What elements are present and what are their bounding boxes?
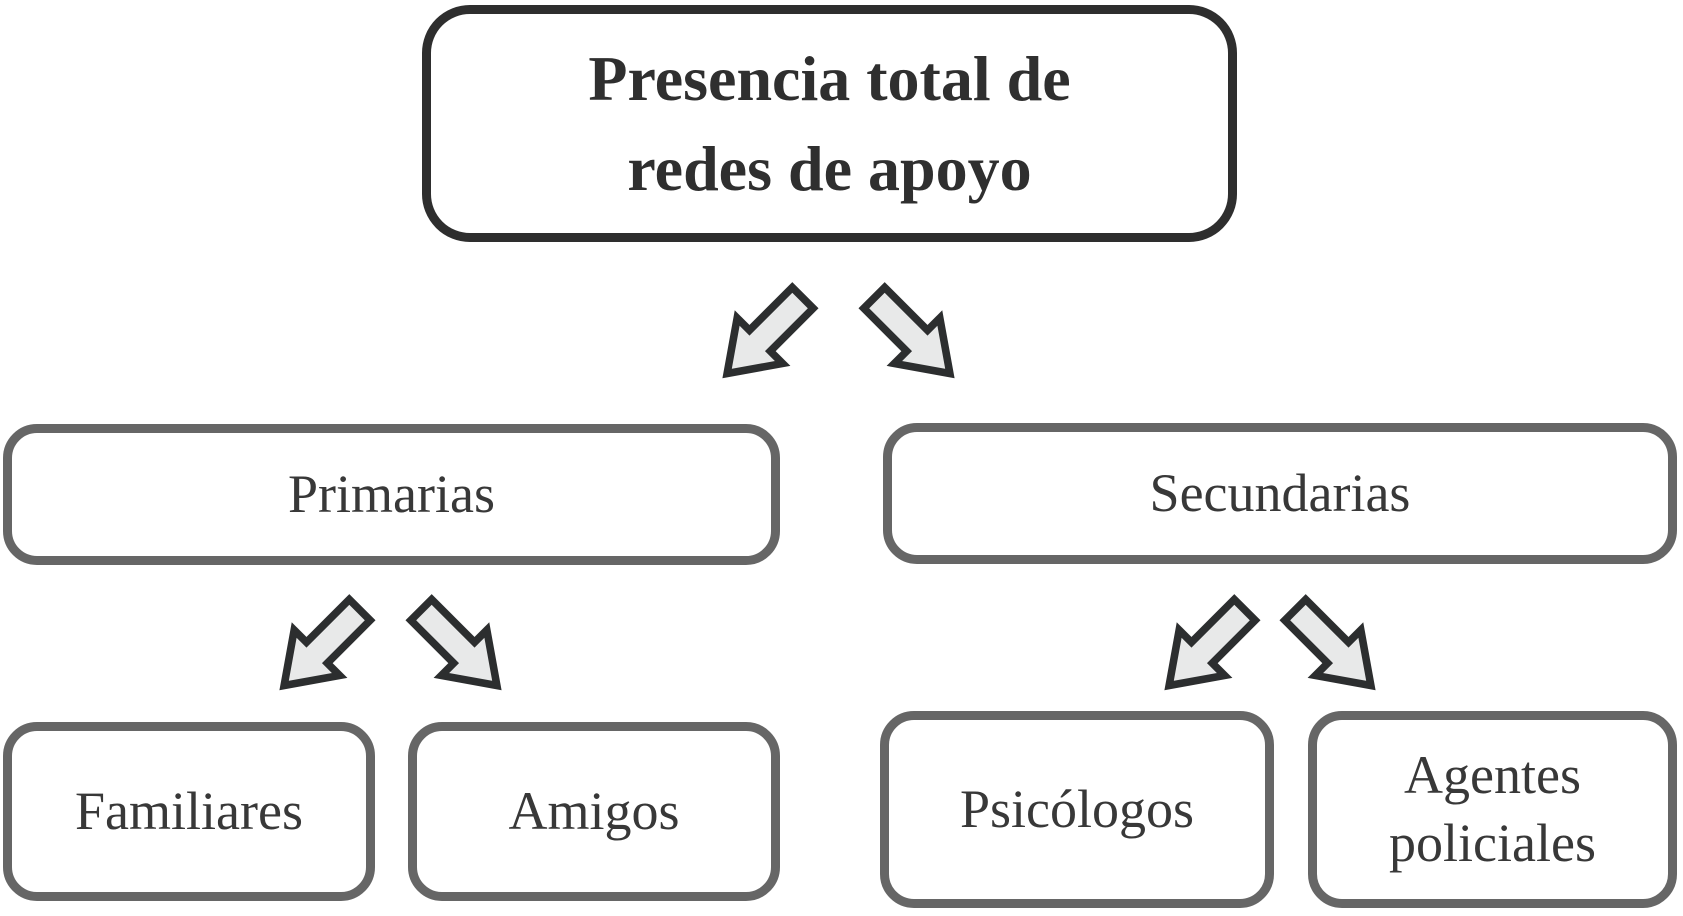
- primarias-branch-arrows: [276, 589, 505, 694]
- node-agentes-policiales-label-line-1: Agentes: [1404, 745, 1581, 805]
- arrow-down-right-icon: [858, 282, 955, 379]
- node-root: Presencia total de redes de apoyo: [422, 5, 1237, 242]
- node-familiares-label: Familiares: [75, 780, 303, 841]
- node-amigos-label: Amigos: [508, 780, 680, 841]
- node-psicologos: Psicólogos: [880, 711, 1274, 908]
- root-branch-arrows: [719, 277, 958, 382]
- node-amigos: Amigos: [408, 722, 780, 901]
- arrow-down-left-icon: [1164, 594, 1261, 691]
- secundarias-branch-arrows: [1161, 589, 1379, 694]
- node-familiares: Familiares: [3, 722, 375, 901]
- arrow-down-left-icon: [279, 594, 376, 691]
- arrow-down-right-icon: [1279, 594, 1376, 691]
- node-agentes-policiales-label-line-2: policiales: [1389, 812, 1596, 873]
- arrow-down-right-icon: [405, 594, 502, 691]
- node-root-label-line-2: redes de apoyo: [627, 132, 1032, 204]
- node-root-label-line-1: Presencia total de: [588, 42, 1071, 114]
- node-primarias-label: Primarias: [288, 463, 495, 524]
- node-psicologos-label: Psicólogos: [959, 778, 1195, 839]
- node-agentes-policiales: Agentes policiales: [1308, 711, 1677, 908]
- node-secundarias: Secundarias: [883, 423, 1677, 564]
- node-primarias: Primarias: [3, 424, 780, 565]
- node-secundarias-label: Secundarias: [1149, 462, 1411, 523]
- arrow-down-left-icon: [722, 282, 819, 379]
